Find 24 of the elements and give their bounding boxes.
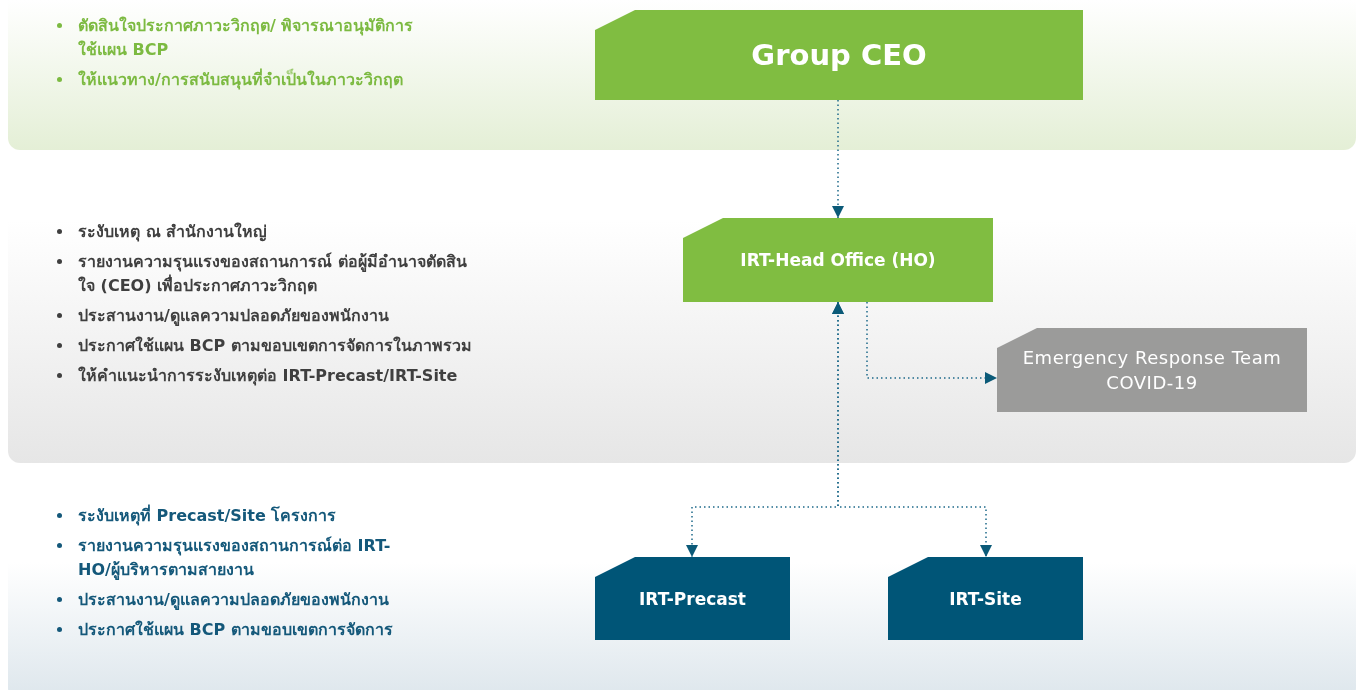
dotted-arrow — [866, 301, 998, 384]
role-box — [888, 557, 1083, 640]
bullet-text: ประสานงาน/ดูแลความปลอดภัยของพนักงาน — [78, 589, 389, 612]
bullet-text: ประกาศใช้แผน BCP ตามขอบเขตการจัดการ — [78, 619, 393, 641]
box-label: Emergency Response Team COVID-19 — [1021, 346, 1283, 395]
bullet-text: รายงานความรุนแรงของสถานการณ์ต่อ IRT-HO/ผู้บริหารตามสายงาน — [78, 535, 392, 582]
bullet-text: ให้คำแนะนำการระงับเหตุต่อ IRT-Precast/IRT-Site — [78, 365, 458, 388]
role-box — [683, 218, 993, 302]
box-label: IRT-Site — [949, 588, 1022, 609]
bullet-text: รายงานความรุนแรงของสถานการณ์ ต่อผู้มีอำนาจตัดสินใจ (CEO) เพื่อประกาศภาวะวิกฤต — [78, 251, 468, 297]
bullet-text: ระงับเหตุที่ Precast/Site โครงการ — [78, 504, 337, 528]
role-box — [595, 557, 790, 640]
role-box — [595, 10, 1083, 100]
bullet-text: ประสานงาน/ดูแลความปลอดภัยของพนักงาน — [78, 305, 389, 328]
dotted-arrow — [832, 301, 992, 558]
box-label: IRT-Precast — [639, 588, 746, 609]
bullet-text: ตัดสินใจประกาศภาวะวิกฤต/ พิจารณาอนุมัติการใช้แผน BCP — [78, 15, 415, 61]
bullet-text: ประกาศใช้แผน BCP ตามขอบเขตการจัดการในภาพรวม — [78, 335, 472, 357]
bullet-text: ระงับเหตุ ณ สำนักงานใหญ่ — [78, 221, 268, 244]
role-box — [997, 328, 1307, 412]
dotted-arrow — [832, 99, 844, 219]
box-label: IRT-Head Office (HO) — [740, 250, 936, 270]
bullet-text: ให้แนวทาง/การสนับสนุนที่จำเป็นในภาวะวิกฤต — [78, 68, 403, 92]
box-label: Group CEO — [751, 38, 927, 72]
